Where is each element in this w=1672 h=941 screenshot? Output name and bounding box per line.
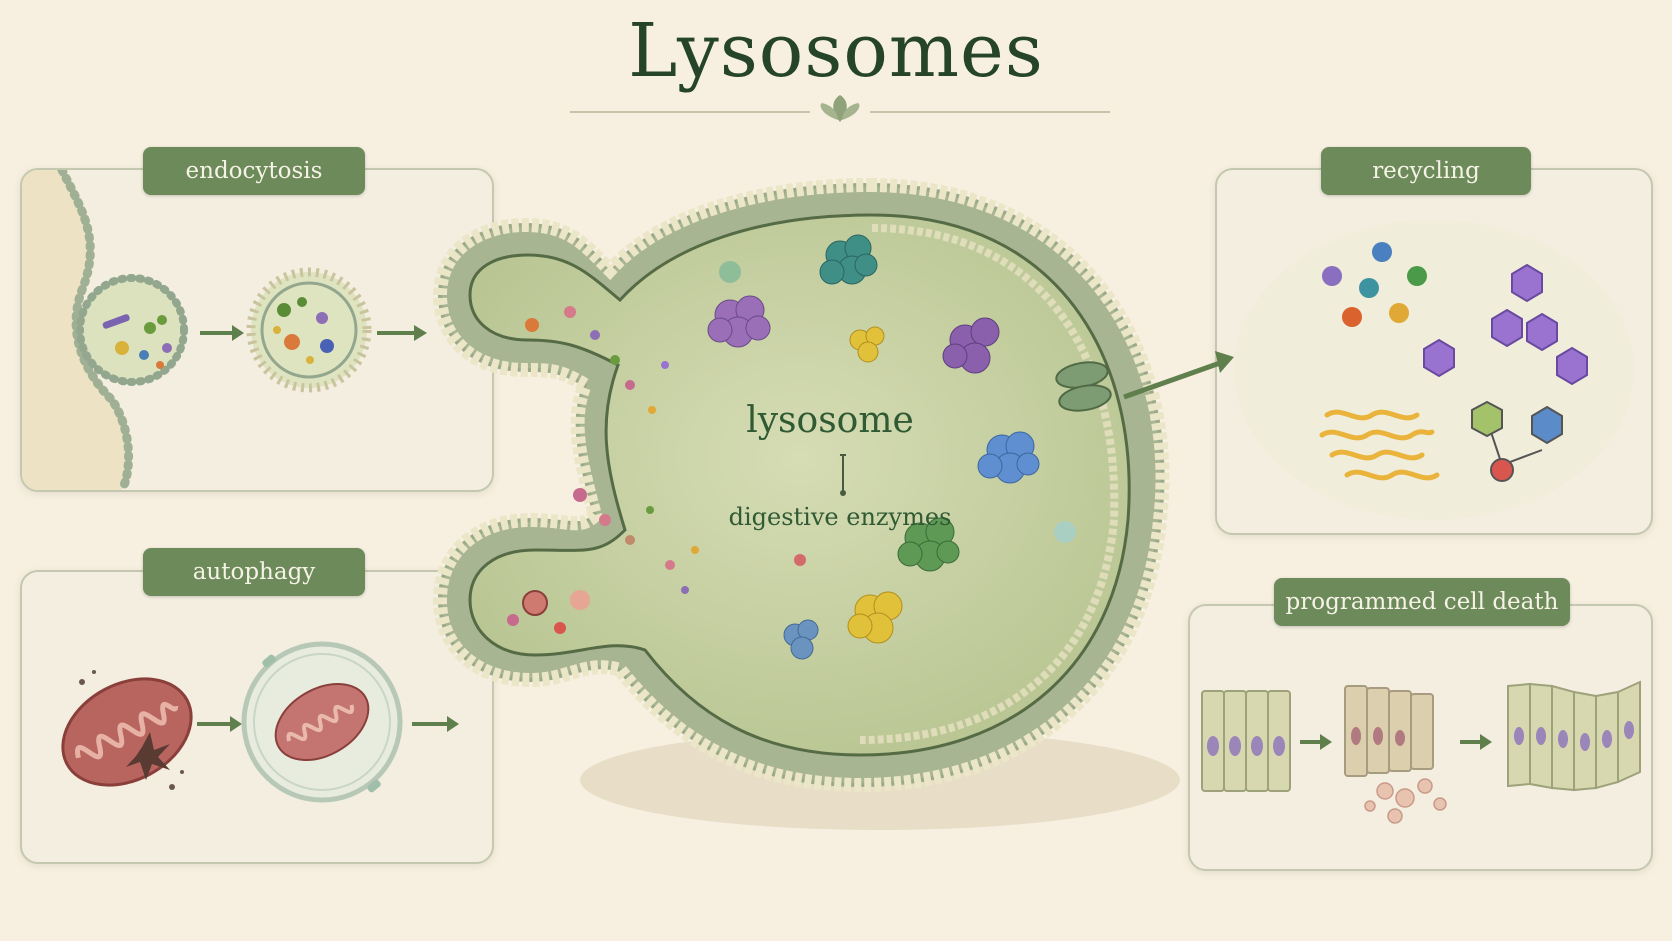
page-title: Lysosomes — [628, 8, 1044, 94]
repaired-tissue — [1507, 680, 1641, 792]
programmed-cell-death-tag: programmed cell death — [1274, 578, 1570, 626]
fatty-acids — [1319, 409, 1440, 481]
apoptotic-bodies — [1364, 778, 1447, 824]
endocytosis-illustration — [22, 170, 427, 490]
damaged-mitochondrion — [61, 677, 193, 787]
lysosome-label: lysosome — [746, 400, 914, 441]
dying-cells — [1344, 685, 1434, 777]
digested-fragments — [507, 306, 699, 634]
recycling-illustration — [1234, 220, 1634, 520]
lysosome-illustration — [432, 177, 1180, 830]
arrow-icon — [1460, 734, 1492, 750]
endosome — [246, 267, 372, 393]
enzyme-cluster — [707, 234, 1076, 660]
recycling-tag: recycling — [1321, 147, 1531, 195]
title-divider — [570, 95, 1110, 122]
amino-acid-chain — [1423, 263, 1588, 386]
arrow-icon — [377, 325, 427, 341]
autophagy-tag: autophagy — [143, 548, 365, 596]
arrow-icon — [200, 325, 244, 341]
autophagy-panel — [20, 570, 494, 864]
arrow-icon — [1123, 351, 1234, 400]
arrow-icon — [197, 716, 242, 732]
label-connector — [840, 454, 846, 496]
programmed-cell-death-illustration — [1201, 680, 1641, 824]
endocytic-vesicle-forming — [76, 274, 188, 386]
endocytosis-panel — [20, 168, 494, 492]
membrane-transporter — [1055, 361, 1112, 412]
arrow-icon — [412, 716, 459, 732]
nucleotide — [1471, 400, 1563, 482]
damage-burst-icon — [126, 732, 170, 780]
arrow-icon — [1300, 734, 1332, 750]
endocytosis-tag: endocytosis — [143, 147, 365, 195]
programmed-cell-death-panel — [1188, 604, 1653, 871]
recycling-panel — [1215, 168, 1653, 535]
autophagy-illustration — [61, 641, 459, 803]
digestive-enzymes-label: digestive enzymes — [728, 503, 952, 531]
